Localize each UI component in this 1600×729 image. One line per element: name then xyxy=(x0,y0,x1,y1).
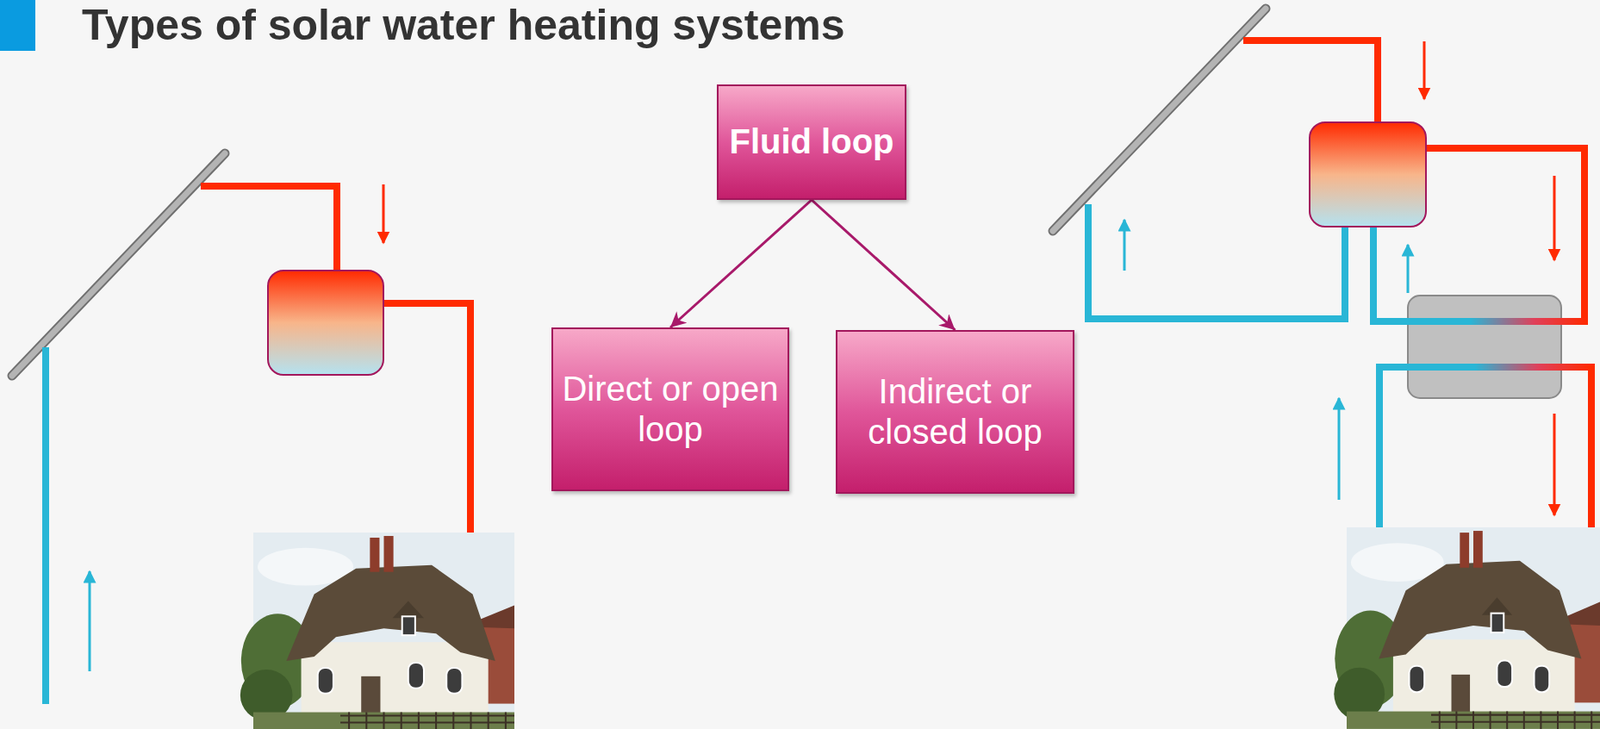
cold-pipe xyxy=(42,347,50,704)
flow-arrow xyxy=(88,571,92,672)
cold-pipe xyxy=(1088,204,1345,319)
hot-pipe xyxy=(1243,40,1378,125)
solar-collector xyxy=(12,153,225,376)
hot-pipe xyxy=(200,186,337,273)
flow-arrow xyxy=(1338,398,1341,500)
box-label: Direct or open loop xyxy=(561,368,779,450)
indirect-system xyxy=(1052,8,1600,729)
page-title: Types of solar water heating systems xyxy=(81,1,846,50)
flow-arrow xyxy=(1423,41,1426,100)
flow-arrow xyxy=(1407,244,1410,293)
flow-arrow xyxy=(382,184,386,243)
heat-exchanger xyxy=(1407,295,1562,399)
collector-edge xyxy=(1052,8,1266,231)
box-label: Fluid loop xyxy=(728,121,894,162)
storage-tank xyxy=(267,270,384,375)
title-bar xyxy=(0,0,36,51)
solar-collector xyxy=(1052,8,1266,231)
collector-edge xyxy=(12,153,225,376)
direct-system xyxy=(12,153,515,729)
flow-arrow xyxy=(1553,413,1557,516)
exchanger-pipe xyxy=(1379,363,1592,371)
flow-arrow xyxy=(1553,175,1557,261)
process-box: Indirect or closed loop xyxy=(835,329,1075,494)
box-label: Indirect or closed loop xyxy=(846,371,1065,453)
connector-arrow xyxy=(670,199,812,328)
connector-arrow xyxy=(811,199,956,330)
exchanger-pipe xyxy=(1373,317,1588,325)
house-photo xyxy=(240,532,515,729)
storage-tank xyxy=(1309,122,1426,227)
process-box: Direct or open loop xyxy=(551,327,790,492)
process-box: Fluid loop xyxy=(716,84,906,200)
house-photo xyxy=(1333,527,1600,729)
cold-pipe xyxy=(1379,367,1414,528)
flow-arrow xyxy=(1123,219,1127,271)
